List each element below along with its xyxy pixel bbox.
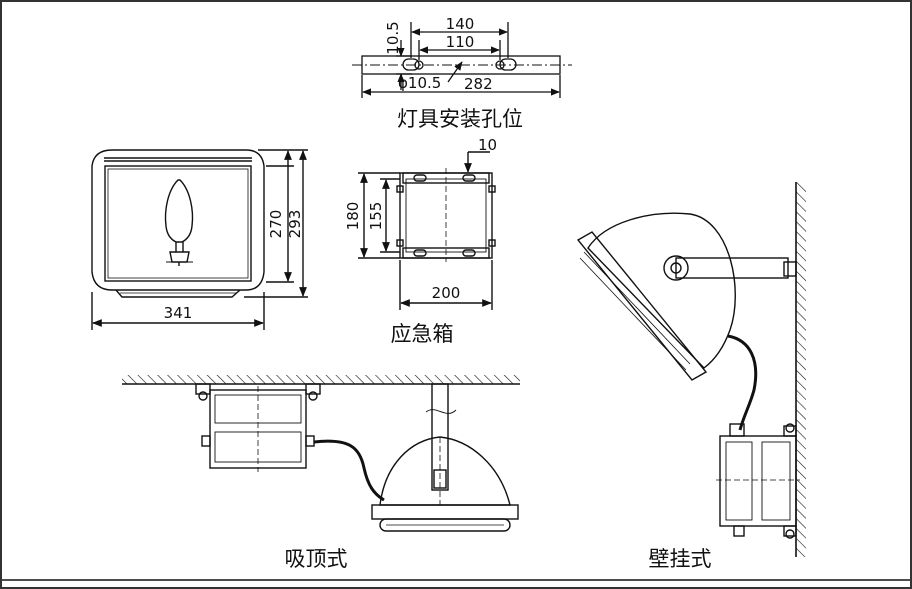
ceiling-hatch [122, 375, 520, 384]
mounting-holes-caption: 灯具安装孔位 [397, 107, 523, 131]
pivot-knob [663, 255, 689, 281]
lamp-base-foot [115, 289, 241, 298]
dim-200: 200 [432, 284, 461, 302]
lamp-glass-window [104, 165, 252, 282]
box-slot [413, 249, 427, 257]
box-slot [462, 174, 476, 182]
dim-10-5-vertical: 10.5 [384, 21, 402, 54]
ceiling-lamp-body [379, 436, 511, 506]
ceiling-hanger-rod [431, 383, 449, 491]
wall-lamp-lens [576, 231, 708, 381]
dim-293: 293 [286, 210, 304, 239]
dim-110: 110 [446, 33, 475, 51]
wall-bracket-arm [675, 257, 789, 279]
dim-10: 10 [478, 136, 497, 154]
hole-leader [447, 61, 463, 83]
ceiling-cable [313, 439, 385, 502]
box-slot [413, 174, 427, 182]
lamp-front-view [91, 149, 308, 330]
ceiling-mount-caption: 吸顶式 [285, 547, 348, 571]
dim-hole-diameter: φ10.5 [398, 74, 441, 92]
mount-hole-right [495, 60, 505, 70]
wall-cable [727, 334, 758, 431]
mount-slot-left [402, 58, 420, 71]
wall-lamp-body [587, 212, 736, 369]
dim-155: 155 [367, 202, 385, 231]
emergency-box-drawing [358, 151, 496, 310]
ceiling-mount-drawing [122, 375, 520, 532]
dim-140: 140 [446, 15, 475, 33]
ceiling-lamp-lens [371, 504, 519, 520]
dim-270: 270 [267, 210, 285, 239]
ceiling-emergency-box [209, 389, 307, 469]
dim-180: 180 [344, 202, 362, 231]
wall-hatch [796, 182, 806, 557]
wall-mount-caption: 壁挂式 [649, 547, 712, 571]
wall-emergency-box [719, 435, 797, 527]
dim-341: 341 [164, 304, 193, 322]
mounting-hole-drawing [352, 22, 572, 98]
mount-slot-right [499, 58, 517, 71]
bulb-icon [164, 179, 194, 243]
mount-hole-left [414, 60, 424, 70]
lamp-housing-outline [91, 149, 265, 291]
dim-282: 282 [464, 75, 493, 93]
box-slot [462, 249, 476, 257]
wall-mount-drawing [576, 182, 806, 557]
emergency-box-caption: 应急箱 [391, 322, 454, 346]
